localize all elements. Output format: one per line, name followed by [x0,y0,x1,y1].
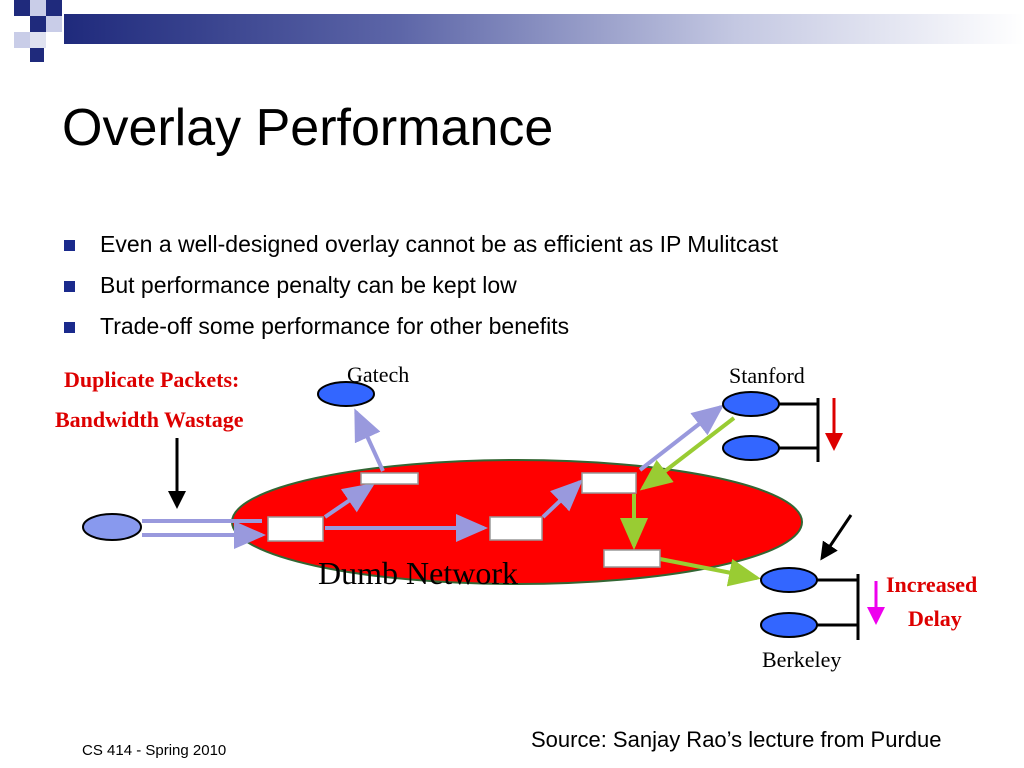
header-gradient-bar [64,14,1024,44]
header-square [14,32,30,48]
header-square [30,32,46,48]
overlay-router [360,472,419,485]
course-footer: CS 414 - Spring 2010 [82,742,227,759]
bullet-text: But performance penalty can be kept low [100,272,517,298]
network-label: Dumb Network [318,555,518,591]
increased-label: Increased [886,572,977,597]
berkeley-host [760,612,818,638]
overlay-link [323,482,376,519]
overlay-router [603,549,661,568]
stanford-host [722,435,780,461]
slide-title: Overlay Performance [62,99,554,157]
bullet-item: Trade-off some performance for other ben… [62,310,778,351]
header-square [30,0,46,16]
delay-label: Delay [908,606,962,631]
green-link [659,557,761,587]
overlay-link [638,404,725,472]
bullet-square-icon [64,322,75,333]
stanford-label: Stanford [729,363,805,388]
overlay-router [489,516,543,541]
bullet-list: Even a well-designed overlay cannot be a… [62,228,778,351]
green-link [639,416,736,491]
black-diagonal-arrow-icon [820,514,853,561]
overlay-link [354,408,385,472]
bullet-text: Even a well-designed overlay cannot be a… [100,231,779,257]
bandwidth-wastage-label: Bandwidth Wastage [55,407,244,432]
gatech-host [317,381,375,407]
duplicate-packets-label: Duplicate Packets: [64,367,239,392]
source-host [82,513,142,541]
header-square [30,48,44,62]
berkeley-host [760,567,818,593]
overlay-router [581,472,637,494]
stanford-host [722,391,780,417]
berkeley-label: Berkeley [762,647,841,672]
header-square [46,0,62,16]
overlay-link [541,479,583,519]
header-square [30,16,46,32]
gatech-label: Gatech [347,362,409,387]
bullet-square-icon [64,281,75,292]
bullet-text: Trade-off some performance for other ben… [100,313,570,339]
header-square [14,0,30,16]
bullet-square-icon [64,240,75,251]
source-credit: Source: Sanjay Rao’s lecture from Purdue [531,727,942,752]
bullet-item: Even a well-designed overlay cannot be a… [62,228,778,269]
header-square [46,16,62,32]
bullet-item: But performance penalty can be kept low [62,269,778,310]
overlay-router [267,516,324,542]
